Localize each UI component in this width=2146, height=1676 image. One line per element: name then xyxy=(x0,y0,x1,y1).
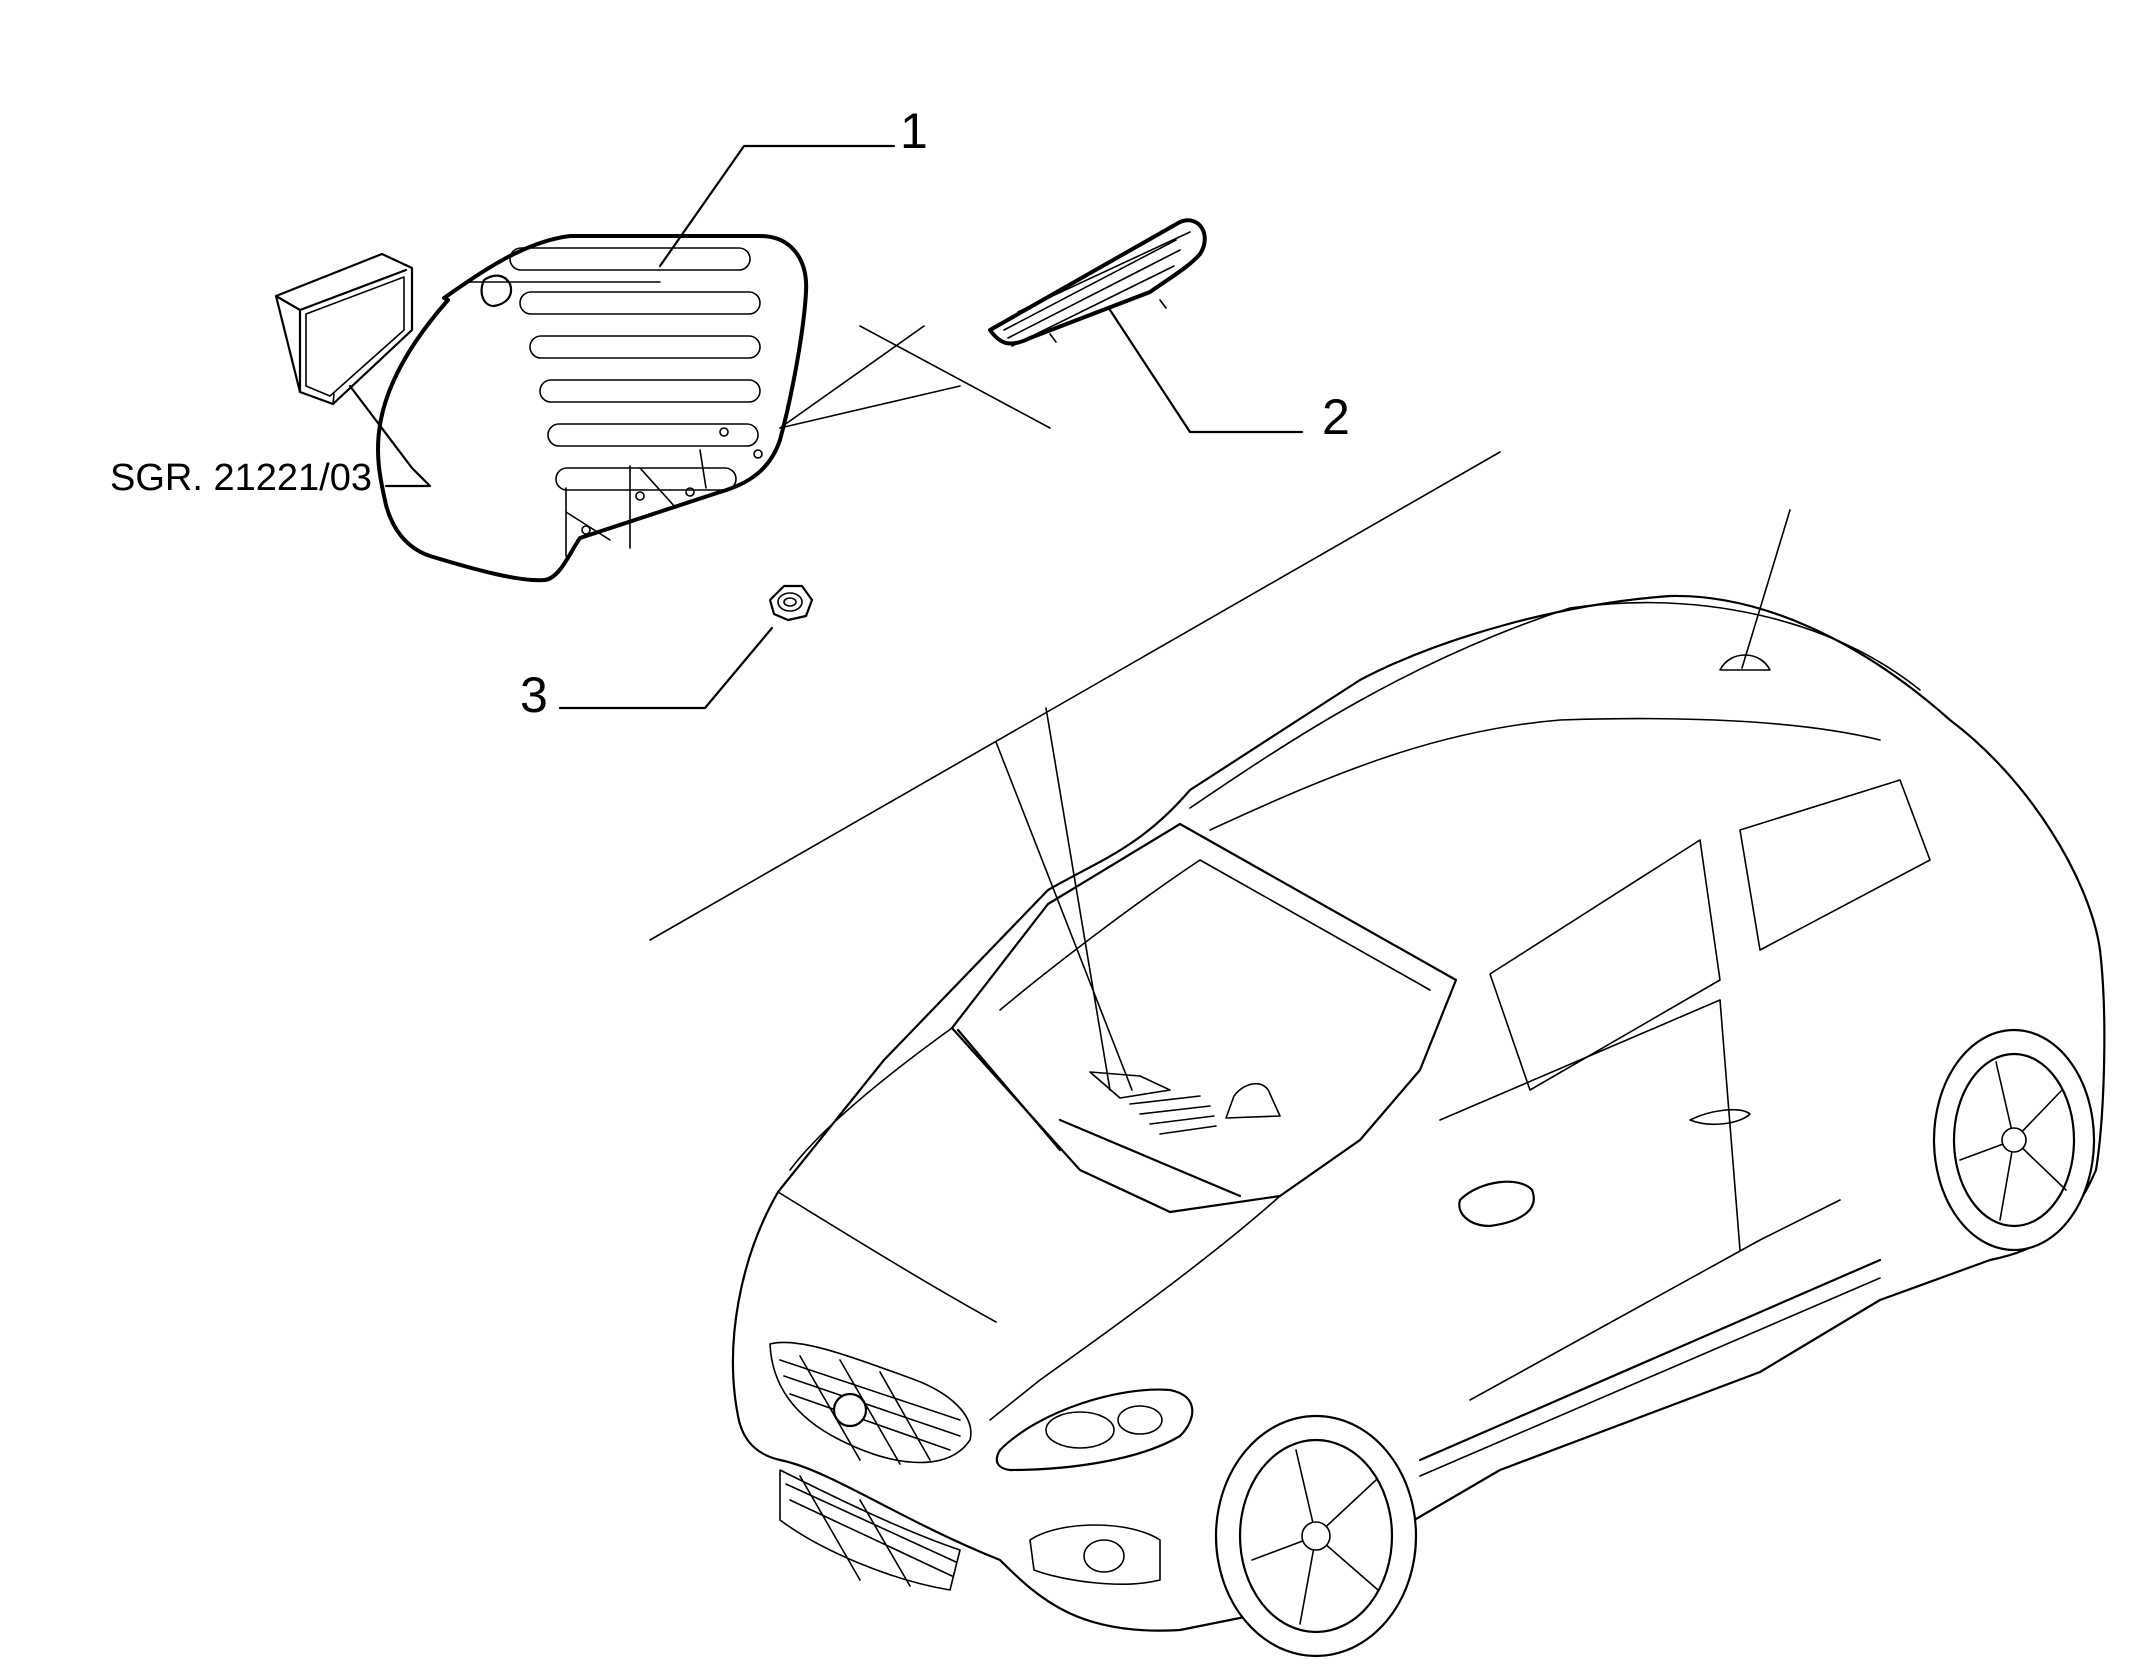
callout-2: 2 xyxy=(1322,389,1350,445)
reference-label: SGR. 21221/03 xyxy=(110,457,372,499)
air-vent-grille-icon[interactable] xyxy=(376,234,809,583)
leader-lines xyxy=(348,144,1501,1091)
control-unit-icon[interactable] xyxy=(274,252,414,406)
nut-icon[interactable] xyxy=(768,584,814,622)
car-icon xyxy=(731,509,2106,1658)
trim-strip-icon[interactable] xyxy=(988,218,1207,347)
callout-3: 3 xyxy=(520,667,548,723)
callout-1: 1 xyxy=(900,103,928,159)
